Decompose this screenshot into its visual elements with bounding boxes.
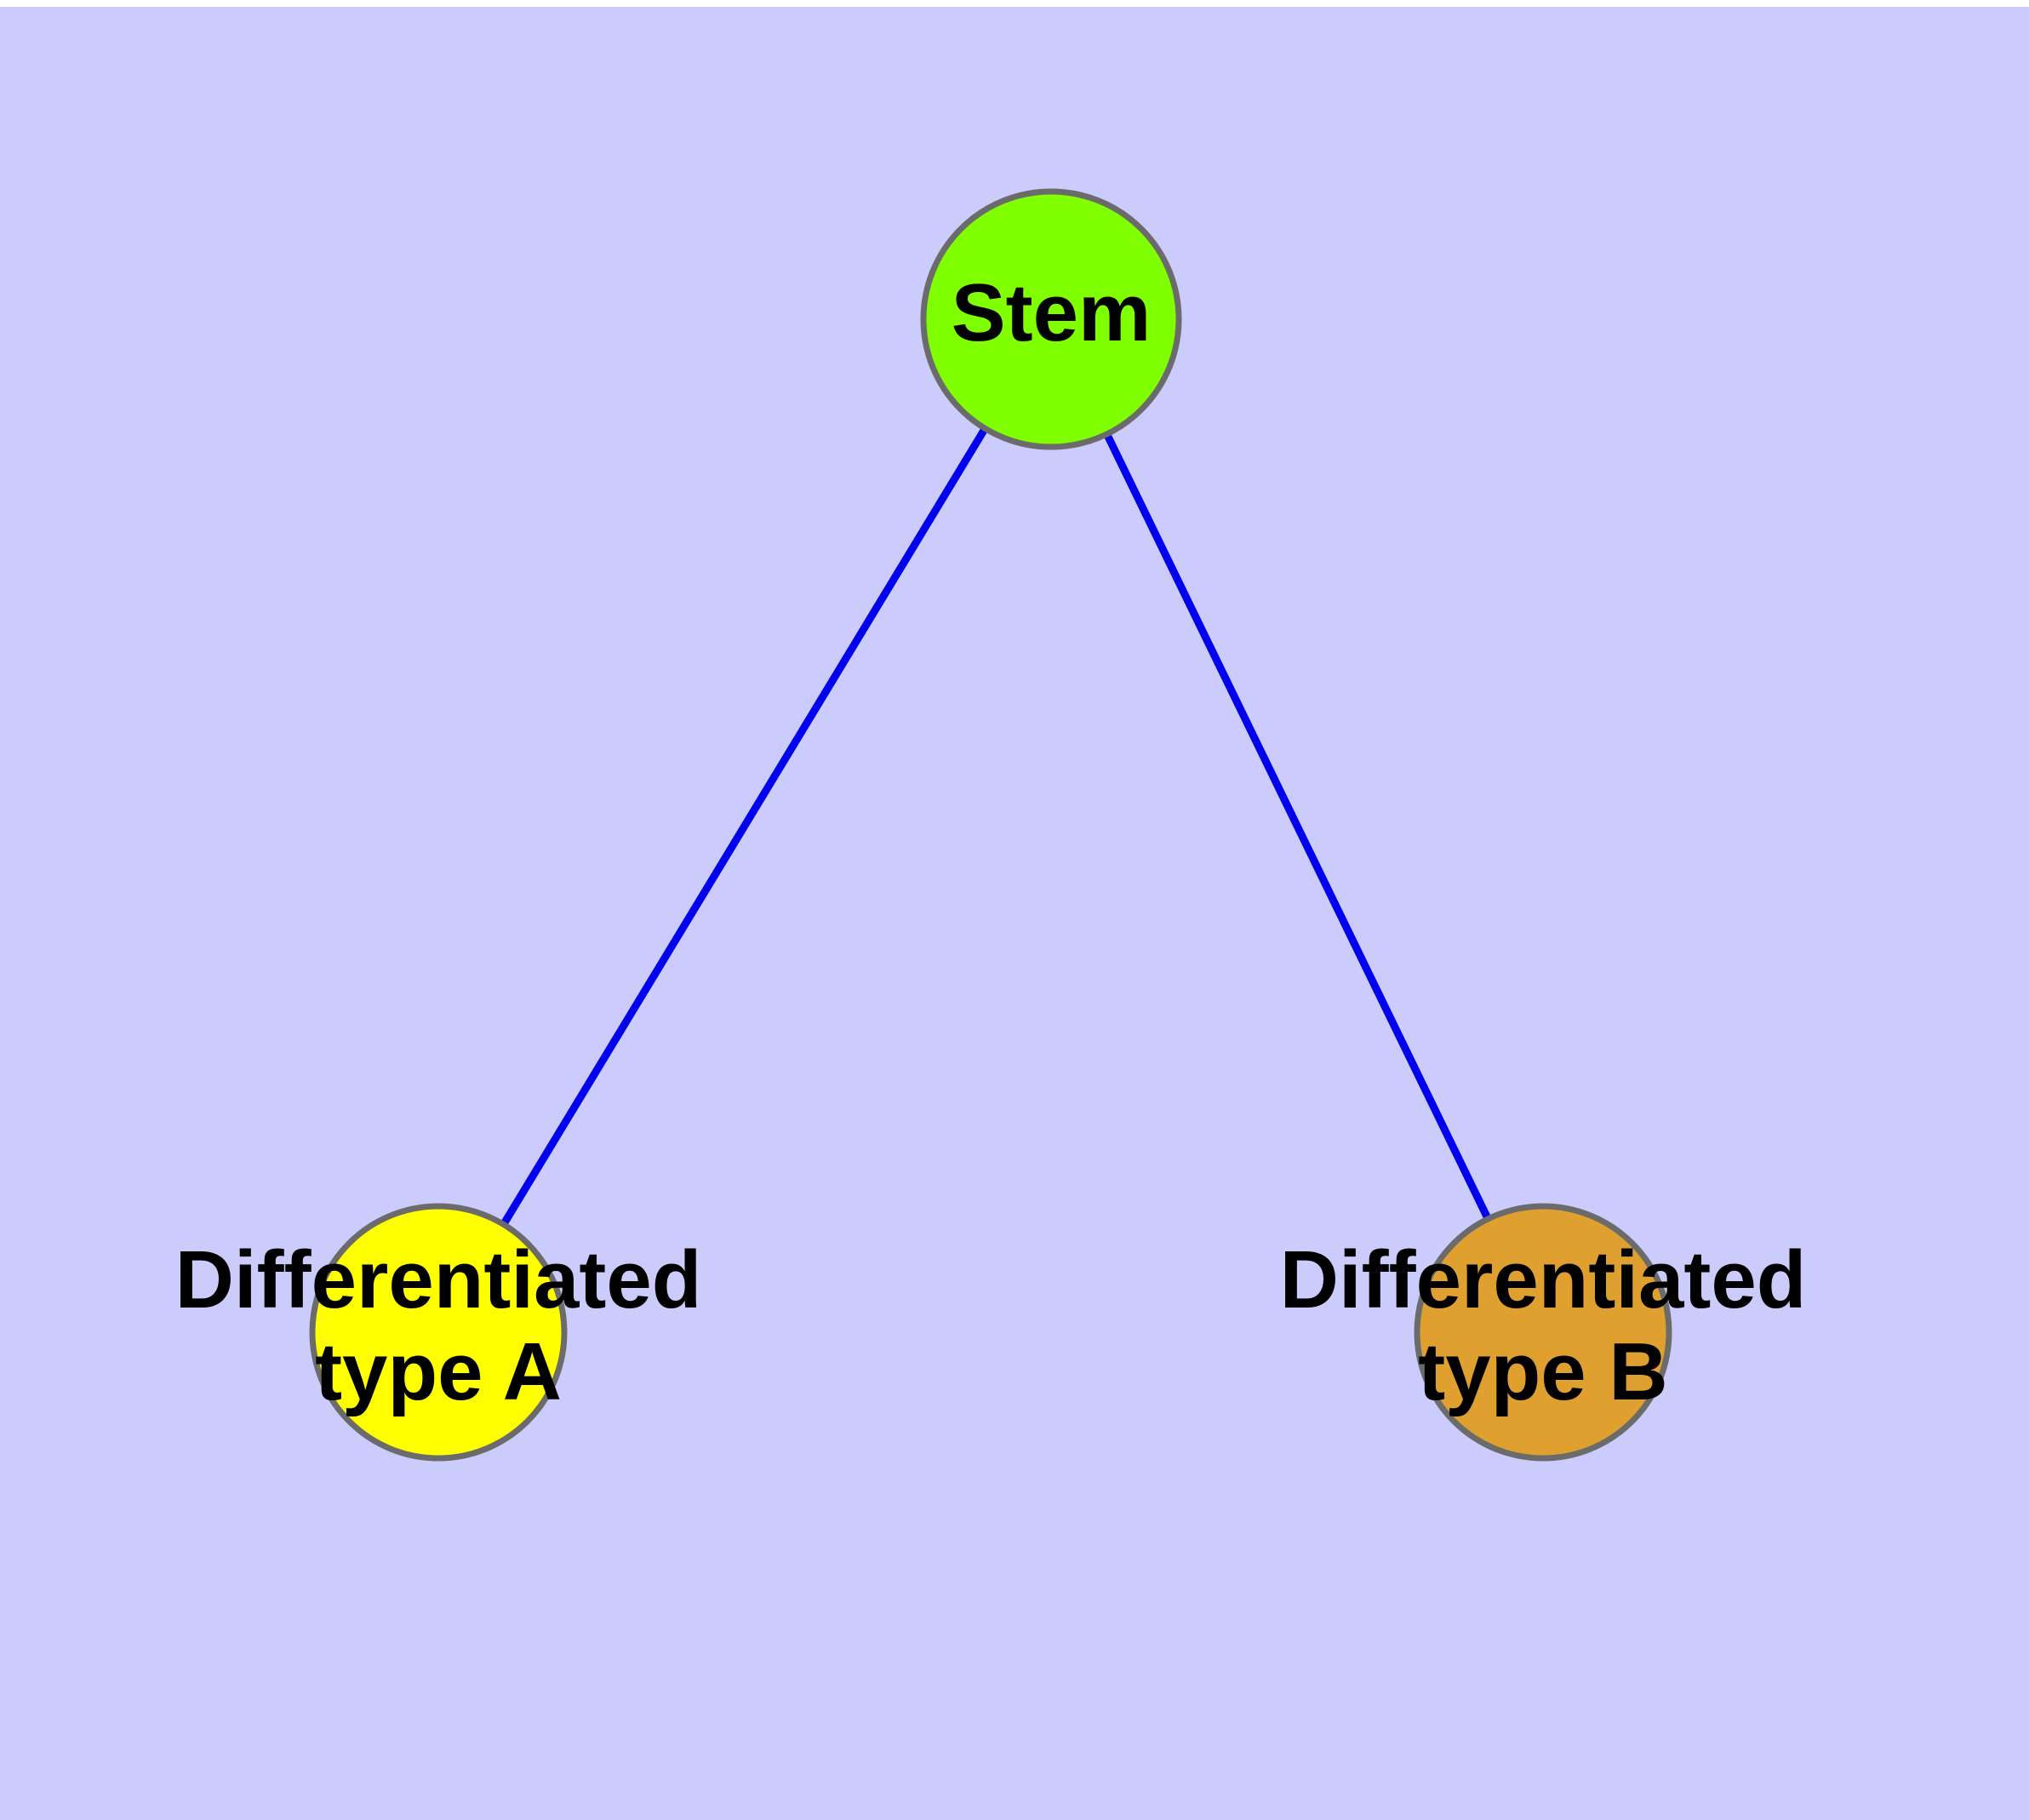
edge-layer [500, 426, 1492, 1227]
node-label-line: Differentiated [175, 1235, 702, 1326]
node-differentiated-type-a[interactable] [309, 1203, 568, 1462]
node-layer [309, 188, 1672, 1462]
node-label-line: type A [315, 1326, 562, 1417]
node-label-stem: Stem [952, 267, 1152, 358]
edge-stem-to-differentiated-type-b[interactable] [1103, 432, 1492, 1221]
node-differentiated-type-b[interactable] [1414, 1203, 1672, 1462]
node-label-line: type B [1418, 1326, 1667, 1417]
node-stem[interactable] [920, 188, 1182, 450]
edge-stem-to-differentiated-type-a[interactable] [500, 426, 989, 1227]
node-label-line: Stem [952, 267, 1152, 358]
node-label-line: Differentiated [1280, 1235, 1807, 1326]
